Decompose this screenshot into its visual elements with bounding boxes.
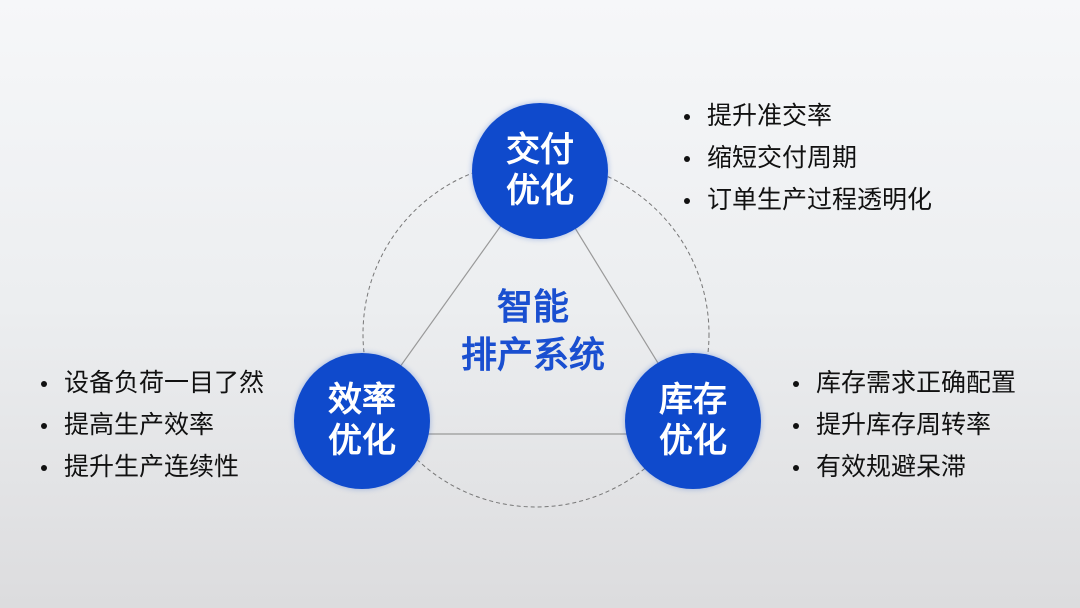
inventory-bullets: 库存需求正确配置 提升库存周转率 有效规避呆滞 bbox=[793, 362, 1016, 488]
node-label: 优化 bbox=[328, 422, 396, 460]
list-item: 提升库存周转率 bbox=[793, 404, 1016, 446]
list-item: 订单生产过程透明化 bbox=[684, 179, 932, 221]
node-efficiency: 效率 优化 bbox=[294, 353, 430, 489]
node-label: 优化 bbox=[659, 422, 727, 460]
list-item: 提升准交率 bbox=[684, 95, 932, 137]
center-title-line1: 智能 bbox=[496, 286, 569, 327]
center-title: 智能 排产系统 bbox=[433, 283, 633, 379]
list-item: 缩短交付周期 bbox=[684, 137, 932, 179]
list-item: 设备负荷一目了然 bbox=[41, 362, 264, 404]
delivery-bullets: 提升准交率 缩短交付周期 订单生产过程透明化 bbox=[684, 95, 932, 221]
list-item: 提高生产效率 bbox=[41, 404, 264, 446]
list-item: 库存需求正确配置 bbox=[793, 362, 1016, 404]
center-title-line2: 排产系统 bbox=[460, 334, 605, 375]
node-label: 交付 bbox=[506, 131, 574, 169]
node-label: 库存 bbox=[659, 381, 727, 419]
efficiency-bullets: 设备负荷一目了然 提高生产效率 提升生产连续性 bbox=[41, 362, 264, 488]
node-delivery: 交付 优化 bbox=[472, 103, 608, 239]
list-item: 提升生产连续性 bbox=[41, 446, 264, 488]
node-label: 效率 bbox=[328, 381, 396, 419]
list-item: 有效规避呆滞 bbox=[793, 446, 1016, 488]
node-inventory: 库存 优化 bbox=[625, 353, 761, 489]
node-label: 优化 bbox=[506, 172, 574, 210]
